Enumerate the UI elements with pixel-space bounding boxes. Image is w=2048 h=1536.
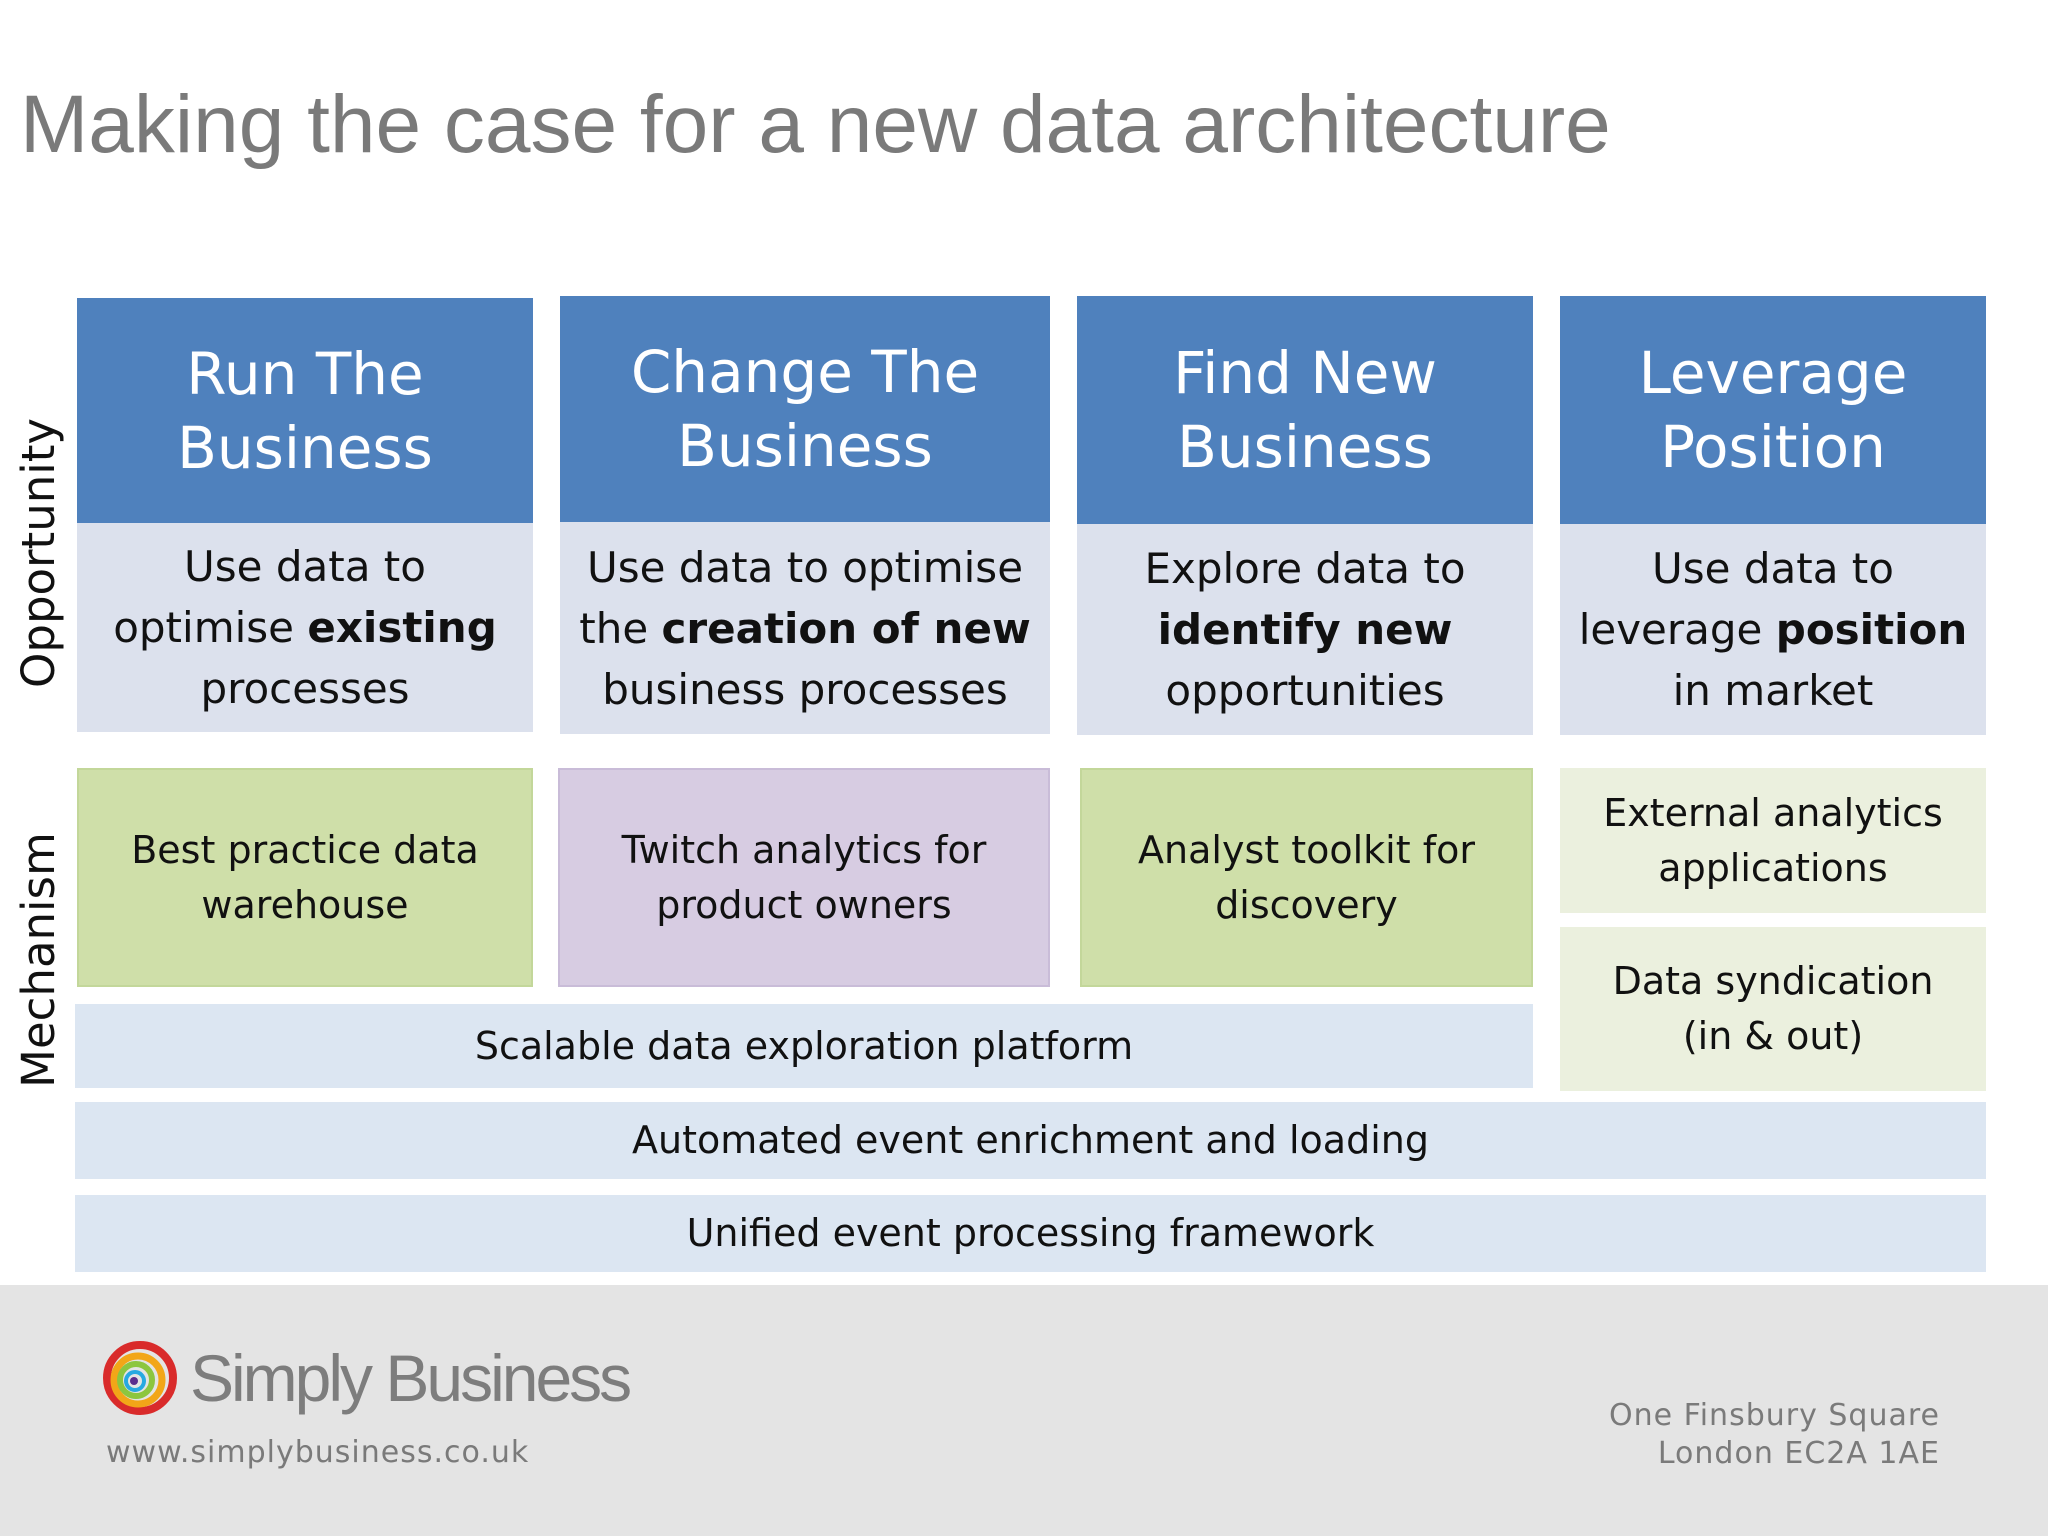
simply-business-logo-icon <box>103 1341 177 1415</box>
desc-find-new-business: Explore data to identify new opportuniti… <box>1077 524 1533 735</box>
page-title: Making the case for a new data architect… <box>20 79 1611 170</box>
footer <box>0 1285 2048 1536</box>
desc-leverage-position: Use data to leverage position in market <box>1560 524 1986 735</box>
office-address: One Finsbury Square London EC2A 1AE <box>1609 1398 1940 1471</box>
mechanism-exploration-platform: Scalable data exploration platform <box>75 1004 1533 1088</box>
mechanism-event-framework: Unified event processing framework <box>75 1195 1986 1272</box>
mechanism-data-syndication: Data syndication(in & out) <box>1560 927 1986 1091</box>
brand-url[interactable]: www.simplybusiness.co.uk <box>106 1435 530 1470</box>
desc-run-the-business: Use data to optimise existing processes <box>77 523 533 732</box>
mechanism-label: Mechanism <box>12 832 65 1088</box>
brand-name: Simply Business <box>190 1341 632 1415</box>
mechanism-event-enrichment: Automated event enrichment and loading <box>75 1102 1986 1179</box>
desc-change-the-business: Use data to optimise the creation of new… <box>560 522 1050 734</box>
opportunity-label: Opportunity <box>12 417 65 689</box>
